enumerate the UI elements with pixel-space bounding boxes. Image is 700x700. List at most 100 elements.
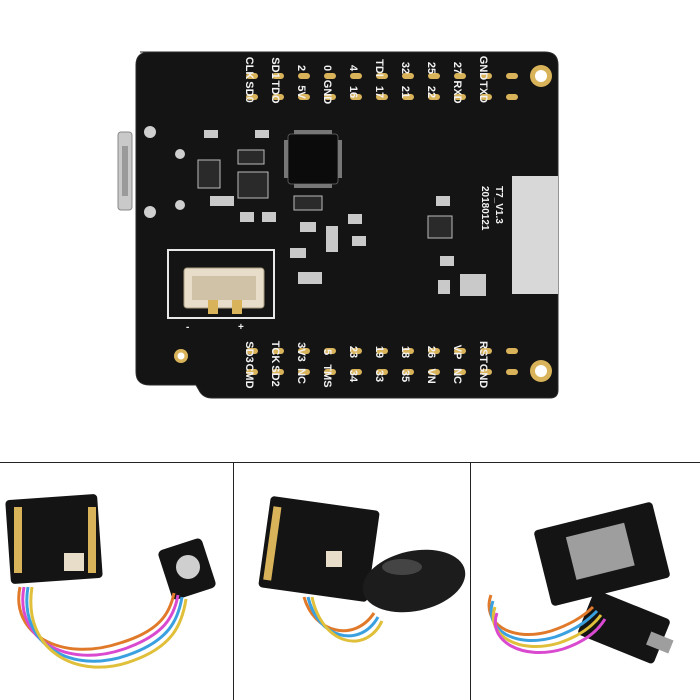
header-pad <box>246 348 258 354</box>
header-pad <box>324 348 336 354</box>
pin-label: 18 <box>399 346 411 358</box>
thumb-audio-jack <box>0 463 234 700</box>
bottom-row-upper-labels: SD3 TCK 3V3 5 23 19 18 26 VP RST <box>243 341 489 364</box>
board-version: T7_V1.3 <box>493 186 504 224</box>
header-pad <box>350 94 362 100</box>
pin-label: 21 <box>399 86 411 98</box>
smd-components <box>197 130 486 296</box>
header-pad <box>298 369 310 375</box>
header-pad <box>402 73 414 79</box>
pin-label: CMD <box>243 363 255 388</box>
header-pad <box>480 94 492 100</box>
pin-label: NC <box>451 368 463 384</box>
pin-label: 4 <box>347 65 359 72</box>
battery-minus-label: - <box>186 322 189 333</box>
pin-label: CLK <box>243 57 255 80</box>
top-header-pads <box>246 73 518 100</box>
header-pad <box>402 348 414 354</box>
header-pad <box>506 73 518 79</box>
board-date: 20180121 <box>479 186 490 231</box>
header-pad <box>454 94 466 100</box>
pin-label: 22 <box>425 86 437 98</box>
pin-label: GND <box>321 80 333 105</box>
header-pad <box>272 369 284 375</box>
pin-label: GND <box>477 56 489 81</box>
header-pad <box>454 348 466 354</box>
pin-label: TCK <box>269 341 281 364</box>
header-pad <box>376 94 388 100</box>
battery-plus-label: + <box>238 322 244 333</box>
header-pad <box>298 94 310 100</box>
pcb-board <box>135 51 559 399</box>
header-pad <box>298 348 310 354</box>
pin-label: VN <box>425 368 437 383</box>
header-pad <box>272 73 284 79</box>
header-pad <box>506 348 518 354</box>
pin-label: 23 <box>347 346 359 358</box>
header-pad <box>350 348 362 354</box>
header-pad <box>246 94 258 100</box>
thumb-mouse-sensor <box>234 463 471 700</box>
pin-label: TMS <box>321 364 333 387</box>
pin-label: 32 <box>399 62 411 74</box>
bottom-row-lower-labels: CMD SD2 NC TMS 34 33 35 VN NC GND <box>243 363 489 388</box>
header-pad <box>324 369 336 375</box>
header-pad <box>454 73 466 79</box>
header-pad <box>324 73 336 79</box>
pin-label: 3V3 <box>295 342 307 362</box>
header-pad <box>376 73 388 79</box>
pin-label: 16 <box>347 86 359 98</box>
header-pad <box>506 369 518 375</box>
antenna-sticker <box>512 176 558 294</box>
pin-label: 33 <box>373 370 385 382</box>
header-pad <box>454 369 466 375</box>
header-pad <box>272 348 284 354</box>
pin-label: TXD <box>477 81 489 103</box>
pin-label: TDI <box>373 59 385 77</box>
thumb-rtc-module <box>471 463 700 700</box>
pin-label: 34 <box>347 370 359 383</box>
header-pad <box>376 348 388 354</box>
pin-label: VP <box>451 345 463 360</box>
header-pad <box>376 369 388 375</box>
thumbnail-row <box>0 462 700 700</box>
usb-connector <box>117 126 185 218</box>
pin-label: 27 <box>451 62 463 74</box>
pin-label: SD3 <box>243 341 255 362</box>
pin-label: SD0 <box>243 81 255 102</box>
pin-label: 0 <box>321 65 333 71</box>
version-silkscreen: T7_V1.3 20180121 <box>479 186 504 231</box>
pin-label: NC <box>295 368 307 384</box>
pin-label: RST <box>477 341 489 363</box>
pin-label: SD2 <box>269 365 281 386</box>
header-pad <box>298 73 310 79</box>
bottom-header-pads <box>246 348 518 375</box>
header-pad <box>272 94 284 100</box>
pin-label: 5V <box>295 85 307 99</box>
header-pad <box>402 369 414 375</box>
pin-label: SD1 <box>269 57 281 78</box>
header-pad <box>350 73 362 79</box>
header-pad <box>246 73 258 79</box>
header-pad <box>324 94 336 100</box>
pin-label: 2 <box>295 65 307 71</box>
pin-label: 35 <box>399 370 411 382</box>
header-pad <box>428 348 440 354</box>
header-pad <box>246 369 258 375</box>
pin-label: 5 <box>321 349 333 355</box>
header-pad <box>402 94 414 100</box>
pin-label: 25 <box>425 62 437 74</box>
header-pad <box>350 369 362 375</box>
pin-label: GND <box>477 364 489 389</box>
pin-label: 26 <box>425 346 437 358</box>
main-chip <box>284 130 342 188</box>
pin-label: 17 <box>373 86 385 98</box>
pin-label: 19 <box>373 346 385 358</box>
header-pad <box>480 73 492 79</box>
pin-label: RXD <box>451 80 463 103</box>
mounting-holes <box>174 65 552 382</box>
header-pad <box>480 348 492 354</box>
